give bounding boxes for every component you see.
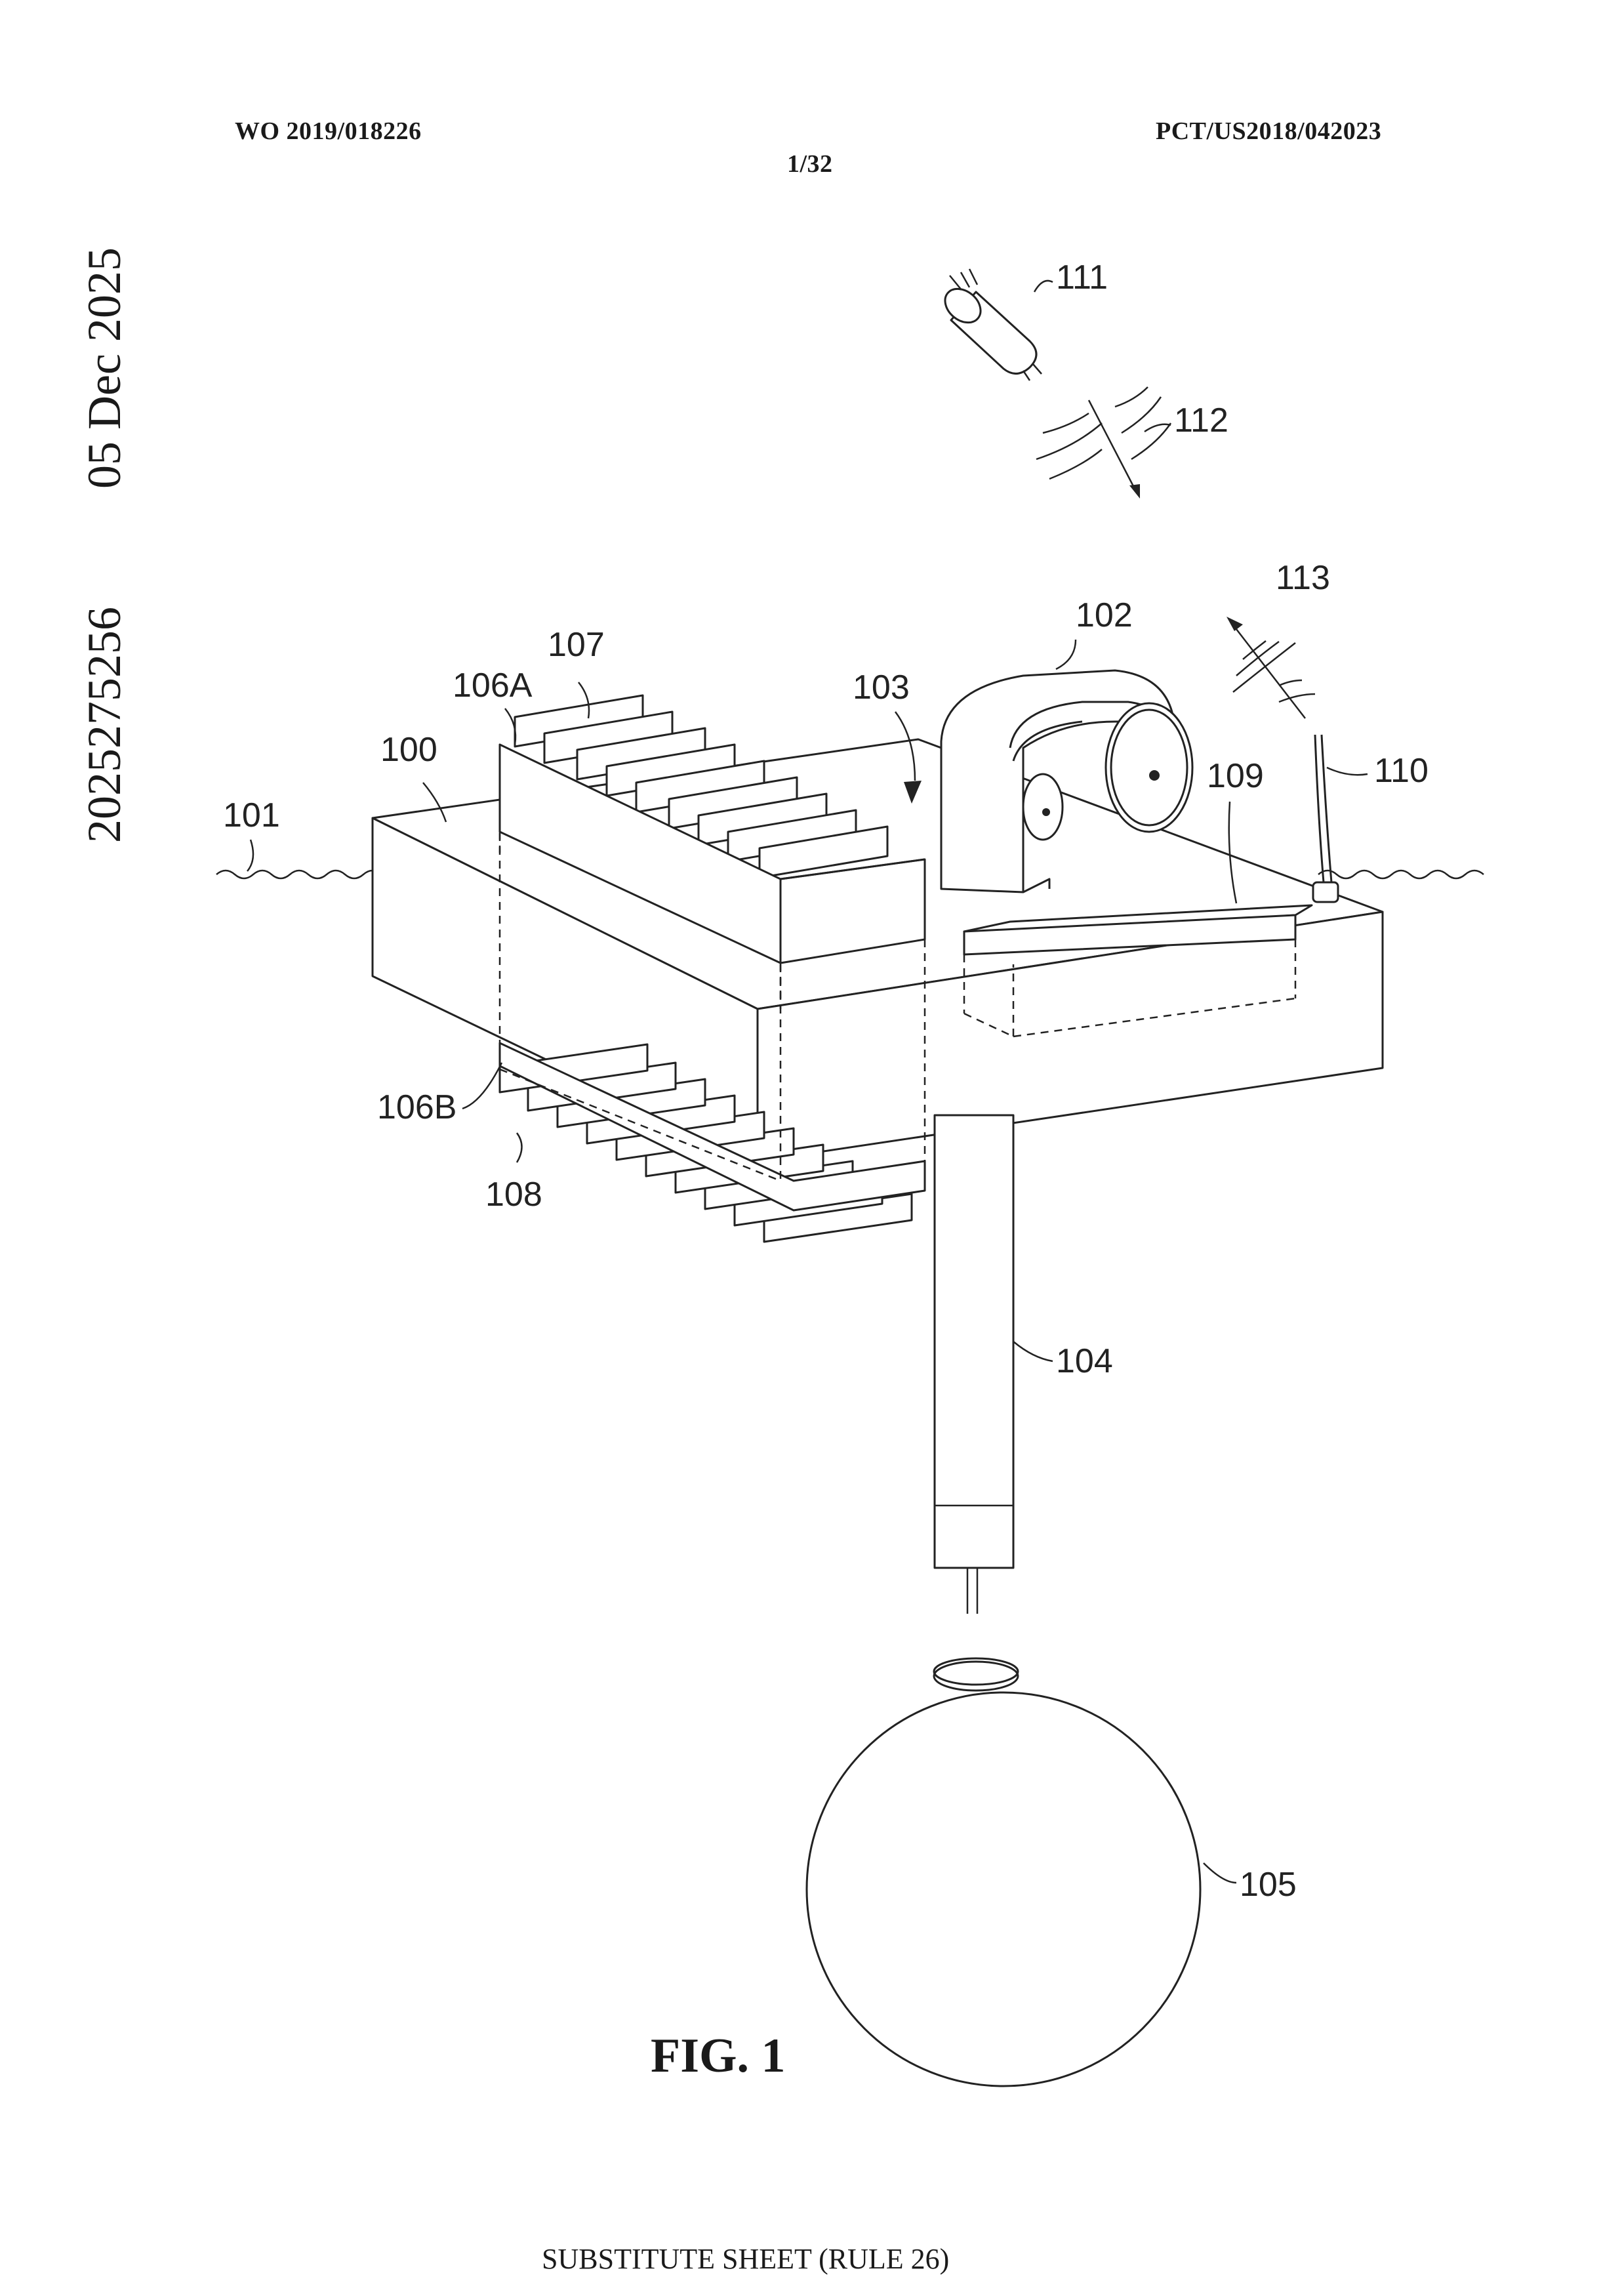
ref-105: 105 — [1240, 1866, 1297, 1904]
light-source-111 — [939, 269, 1042, 380]
footer-text: SUBSTITUTE SHEET (RULE 26) — [542, 2242, 949, 2276]
ref-106A: 106A — [453, 666, 533, 705]
ref-101: 101 — [223, 796, 280, 834]
ref-111: 111 — [1056, 258, 1108, 297]
ref-109: 109 — [1207, 757, 1264, 795]
ref-107: 107 — [548, 626, 605, 664]
signal-113 — [1227, 617, 1315, 718]
ref-100: 100 — [380, 731, 437, 769]
tether-104 — [935, 1115, 1013, 1614]
ref-106B: 106B — [377, 1088, 456, 1126]
figure-label: FIG. 1 — [651, 2028, 786, 2084]
antenna-110 — [1313, 735, 1338, 902]
buoy-105 — [807, 1658, 1200, 2086]
ref-112: 112 — [1174, 401, 1228, 440]
ref-113: 113 — [1276, 559, 1330, 597]
ref-108: 108 — [485, 1176, 542, 1214]
ref-103: 103 — [853, 668, 910, 707]
ref-110: 110 — [1374, 752, 1429, 790]
ref-104: 104 — [1056, 1342, 1113, 1380]
ref-102: 102 — [1076, 596, 1133, 634]
light-beam-112 — [1036, 387, 1171, 499]
